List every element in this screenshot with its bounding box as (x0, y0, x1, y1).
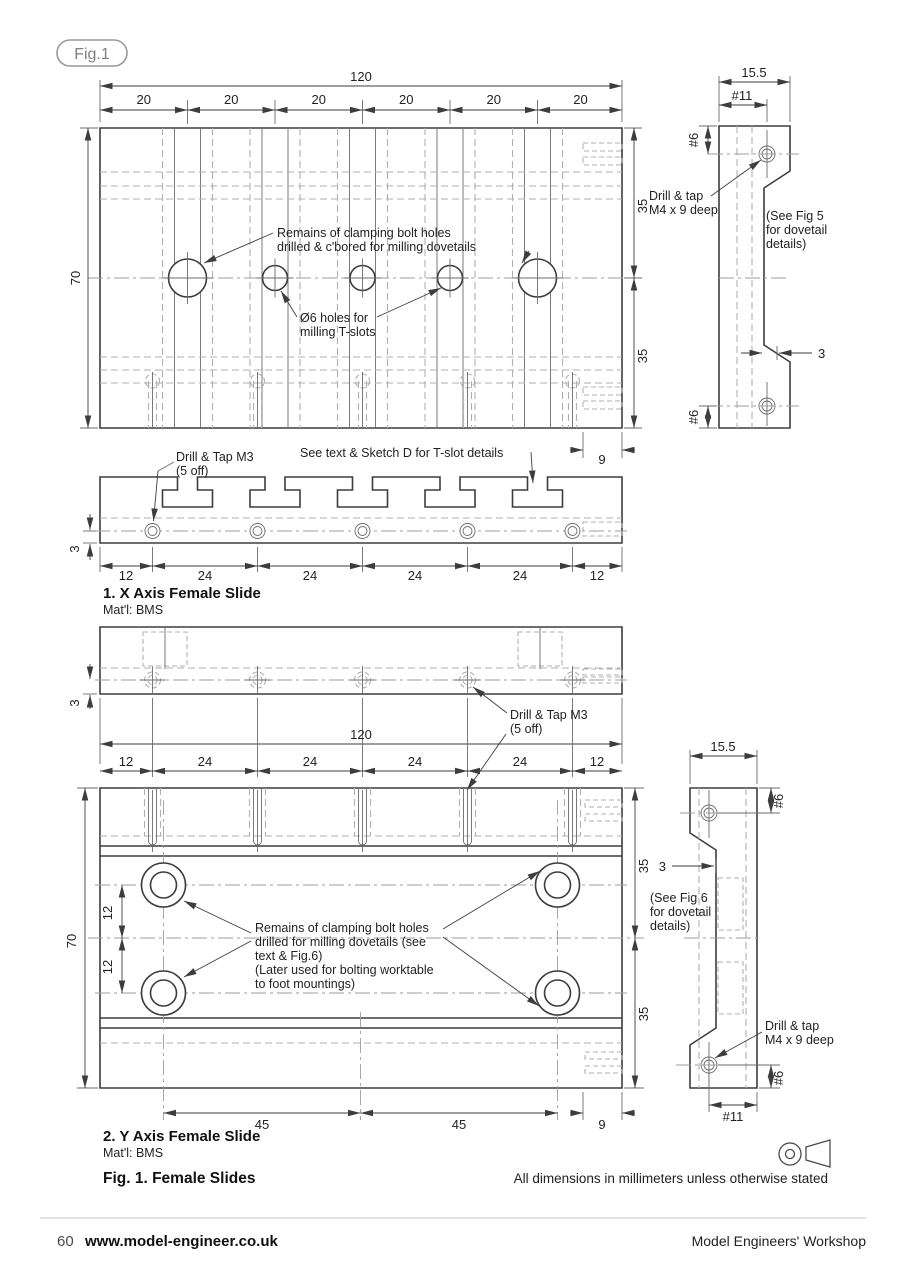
x-tslot-note: See text & Sketch D for T-slot details (300, 446, 503, 460)
third-angle-projection-icon (778, 1139, 831, 1168)
dim-y-row-1: 12 (100, 906, 115, 920)
x-holes-note-line2: milling T-slots (300, 325, 375, 339)
y-tap-note-line2: (5 off) (510, 722, 542, 736)
dim-x-side-land: 3 (818, 346, 825, 361)
dim-y-pitch-6: 12 (590, 754, 604, 769)
dim-x-edge: 3 (67, 545, 82, 552)
x-drill-note-line1: Drill & tap (649, 189, 703, 203)
x-tap-note-line2: (5 off) (176, 464, 208, 478)
dim-y-half-top: 35 (636, 859, 651, 873)
footer-website-link[interactable]: www.model-engineer.co.uk (84, 1233, 278, 1250)
dim-x-pitch-3: 24 (303, 568, 317, 583)
figure-badge: Fig.1 (56, 39, 128, 67)
dim-y-row-2: 12 (100, 960, 115, 974)
figure-badge-label: Fig.1 (74, 46, 110, 63)
y-clamping-note-line3: text & Fig.6) (255, 949, 322, 963)
dim-y-side-hole-top: #6 (771, 794, 786, 808)
dim-x-side-pos: #11 (732, 88, 753, 103)
y-clamping-note-line2: drilled for milling dovetails (see (255, 935, 426, 949)
dim-x-seg-3: 20 (312, 92, 326, 107)
y-clamping-note-line5: to foot mountings) (255, 977, 355, 991)
dim-y-pitch-2: 24 (198, 754, 212, 769)
x-drill-note-line2: M4 x 9 deep (649, 203, 718, 217)
dim-x-side-width: 15.5 (741, 65, 766, 80)
part2-title: 2. Y Axis Female Slide (103, 1128, 260, 1145)
y-clamping-note-line1: Remains of clamping bolt holes (255, 921, 429, 935)
y-clamping-note-line4: (Later used for bolting worktable (255, 963, 434, 977)
dim-y-side-width: 15.5 (710, 739, 735, 754)
dim-x-seg-5: 20 (487, 92, 501, 107)
dim-y-pitch-5: 24 (513, 754, 527, 769)
part1-title: 1. X Axis Female Slide (103, 585, 261, 602)
dim-x-pitch-4: 24 (408, 568, 422, 583)
dim-x-seg-2: 20 (224, 92, 238, 107)
x-fig5-note-line3: details) (766, 237, 806, 251)
dim-y-pitch-1: 12 (119, 754, 133, 769)
y-drill-note-line2: M4 x 9 deep (765, 1033, 834, 1047)
dim-y-height: 70 (64, 934, 79, 948)
dim-y-pitch-4: 24 (408, 754, 422, 769)
figure-caption: Fig. 1. Female Slides (103, 1170, 255, 1187)
y-fig6-note-line1: (See Fig 6 (650, 891, 708, 905)
dim-x-pitch-2: 24 (198, 568, 212, 583)
dim-y-bottom-1: 45 (255, 1117, 269, 1132)
footer-magazine-name: Model Engineers' Workshop (692, 1233, 867, 1249)
dim-x-height: 70 (68, 271, 83, 285)
dim-x-pitch-1: 12 (119, 568, 133, 583)
dim-x-seg-1: 20 (137, 92, 151, 107)
part2-material: Mat'l: BMS (103, 1146, 163, 1160)
dimensions-note: All dimensions in millimeters unless oth… (514, 1171, 828, 1186)
dim-x-pitch-5: 24 (513, 568, 527, 583)
dim-y-half-bottom: 35 (636, 1007, 651, 1021)
dim-x-half-bottom: 35 (635, 349, 650, 363)
dim-y-total-width: 120 (350, 727, 372, 742)
y-drill-note-line1: Drill & tap (765, 1019, 819, 1033)
x-clamping-note-line1: Remains of clamping bolt holes (277, 226, 451, 240)
x-fig5-note-line2: for dovetail (766, 223, 827, 237)
dim-x-half-top: 35 (635, 199, 650, 213)
dim-y-pitch-3: 24 (303, 754, 317, 769)
dim-y-side-pos: #11 (723, 1109, 744, 1124)
dim-y-side-hole-bottom: #6 (771, 1071, 786, 1085)
dim-x-side-hole-top: #6 (686, 133, 701, 147)
dim-x-total-width: 120 (350, 69, 372, 84)
dim-y-side-land: 3 (659, 859, 666, 874)
drawing-linework (77, 76, 812, 1120)
dim-x-seg-6: 20 (573, 92, 587, 107)
dim-x-seg-4: 20 (399, 92, 413, 107)
dim-x-end: 9 (598, 452, 605, 467)
dim-y-bottom-3: 9 (598, 1117, 605, 1132)
dim-y-bottom-2: 45 (452, 1117, 466, 1132)
y-tap-note-line1: Drill & Tap M3 (510, 708, 588, 722)
dim-x-pitch-6: 12 (590, 568, 604, 583)
footer-page-number: 60 (57, 1233, 74, 1250)
dim-x-side-hole-bottom: #6 (686, 410, 701, 424)
x-tap-note-line1: Drill & Tap M3 (176, 450, 254, 464)
dim-y-edge: 3 (67, 699, 82, 706)
x-fig5-note-line1: (See Fig 5 (766, 209, 824, 223)
x-clamping-note-line2: drilled & c'bored for milling dovetails (277, 240, 476, 254)
y-fig6-note-line2: for dovetail (650, 905, 711, 919)
y-fig6-note-line3: details) (650, 919, 690, 933)
x-holes-note-line1: Ø6 holes for (300, 311, 368, 325)
part1-material: Mat'l: BMS (103, 603, 163, 617)
